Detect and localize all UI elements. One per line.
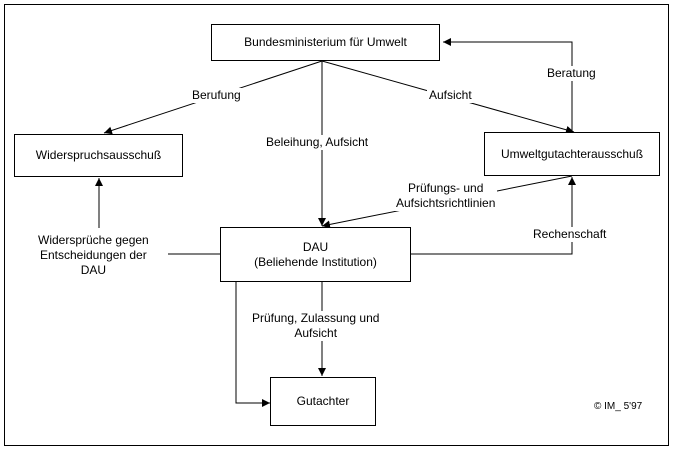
copyright-note: © ІМ_ 5'97: [592, 401, 645, 413]
node-gutachter: Gutachter: [270, 377, 376, 426]
node-dau-label-line2: (Beliehende Institution): [254, 254, 377, 269]
label-widersprueche-line2: Entscheidungen der: [39, 248, 147, 262]
copyright-text: © ІМ_ 5'97: [594, 401, 643, 412]
node-dau: DAU (Beliehende Institution): [220, 227, 411, 282]
label-beratung: Beratung: [545, 66, 598, 81]
label-richtlinien: Prüfungs- und Aufsichtsrichtlinien: [394, 181, 498, 211]
label-beleihung: Beleihung, Aufsicht: [264, 135, 371, 150]
label-berufung: Berufung: [190, 88, 243, 103]
label-aufsicht-text: Aufsicht: [429, 88, 472, 102]
label-beratung-text: Beratung: [547, 66, 596, 80]
node-umweltgutachterausschuss-label: Umweltgutachterausschuß: [500, 146, 644, 161]
label-richtlinien-line2: Aufsichtsrichtlinien: [396, 196, 496, 210]
node-widerspruchsausschuss: Widerspruchsausschuß: [14, 134, 183, 177]
label-widersprueche-line1: Widersprüche gegen: [38, 233, 149, 247]
label-rechenschaft: Rechenschaft: [531, 227, 609, 242]
node-bundesministerium-label: Bundesministerium für Umwelt: [244, 35, 407, 49]
node-widerspruchsausschuss-label: Widerspruchsausschuß: [35, 148, 162, 162]
label-widersprueche-line3: DAU: [80, 263, 107, 277]
label-beleihung-text: Beleihung, Aufsicht: [266, 135, 369, 149]
arrow-rechenschaft: [411, 177, 576, 255]
label-aufsicht: Aufsicht: [427, 88, 474, 103]
label-rechenschaft-text: Rechenschaft: [533, 227, 607, 241]
node-dau-label-line1: DAU: [302, 239, 329, 254]
node-umweltgutachterausschuss: Umweltgutachterausschuß: [484, 132, 660, 176]
label-pruefung: Prüfung, Zulassung und Aufsicht: [250, 311, 382, 341]
node-gutachter-label: Gutachter: [296, 394, 350, 408]
label-berufung-text: Berufung: [192, 88, 241, 102]
label-pruefung-line1: Prüfung, Zulassung und: [252, 311, 380, 325]
node-bundesministerium: Bundesministerium für Umwelt: [211, 24, 440, 61]
diagram-frame: [4, 4, 669, 446]
arrow-widersprueche-gutachter: [168, 253, 270, 407]
label-widersprueche: Widersprüche gegen Entscheidungen der DA…: [36, 233, 151, 278]
label-richtlinien-line1: Prüfungs- und: [407, 181, 484, 195]
label-pruefung-line2: Aufsicht: [294, 326, 338, 340]
arrow-beratung: [443, 38, 573, 131]
